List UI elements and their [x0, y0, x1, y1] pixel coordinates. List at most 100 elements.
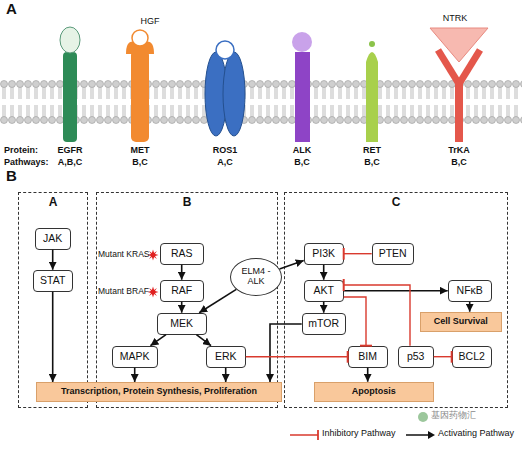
legend-inhibit-sample	[317, 430, 319, 440]
protein-box: ERK	[206, 346, 246, 368]
activating-connector	[181, 265, 183, 280]
node-label: AKT	[313, 285, 333, 297]
activating-connector	[150, 335, 166, 346]
protein-box: RAF	[160, 280, 204, 302]
outcome-box: Cell Survival	[420, 312, 502, 332]
watermark-icon	[418, 412, 428, 422]
activating-connector	[52, 292, 54, 382]
activating-connector	[134, 368, 136, 382]
protein-box: MEK	[157, 313, 207, 335]
activating-connector	[225, 368, 227, 382]
panel-letter: A	[6, 1, 17, 18]
inhibitory-connector	[344, 297, 366, 346]
annotation-label: Protein:	[4, 146, 38, 156]
ntrk-ligand	[430, 28, 488, 62]
ros1-top	[216, 41, 234, 59]
inhibitory-connector	[434, 356, 452, 357]
ret-receptor	[366, 52, 378, 142]
node-label: STAT	[40, 275, 65, 287]
outcome-box: Transcription, Protein Synthesis, Prolif…	[36, 382, 282, 402]
node-label: JAK	[43, 233, 62, 245]
protein-box: AKT	[304, 280, 344, 302]
mutation-star	[148, 287, 159, 298]
node-label: PTEN	[379, 248, 407, 260]
annotation-label: RET	[363, 146, 381, 156]
annotation-label: Mutant BRAF	[98, 287, 149, 296]
activating-connector	[199, 289, 236, 312]
annotation-label: EGFR	[57, 146, 82, 156]
trka-receptor	[455, 82, 463, 142]
node-label: MEK	[170, 318, 193, 330]
protein-box: PI3K	[304, 243, 344, 265]
node-label: Transcription, Protein Synthesis, Prolif…	[61, 387, 257, 397]
protein-box: JAK	[35, 228, 71, 250]
alk-receptor	[295, 52, 310, 142]
protein-box: BCL2	[452, 346, 492, 368]
annotation-label: HGF	[141, 17, 160, 27]
node-label: RAF	[171, 285, 192, 297]
activating-connector	[323, 302, 325, 313]
fusion-ellipse: ELM4 - ALK	[230, 258, 282, 296]
annotation-label: ROS1	[213, 146, 238, 156]
egfr-ligand-domain	[60, 27, 80, 53]
node-label: BIM	[358, 351, 377, 363]
legend-text: Activating Pathway	[438, 429, 514, 439]
legend-activate-sample	[406, 434, 430, 436]
legend-inhibit-sample	[290, 434, 318, 436]
alk-ligand	[292, 32, 312, 52]
panel-letter: B	[6, 168, 17, 185]
annotation-label: Mutant KRAS	[98, 250, 150, 259]
node-label: p53	[407, 351, 425, 363]
annotation-label: B,C	[451, 158, 467, 168]
legend-activate-sample	[428, 431, 435, 439]
protein-box: RAS	[160, 243, 204, 265]
met-receptor	[131, 50, 149, 142]
egfr-receptor	[63, 52, 77, 142]
group-heading: C	[285, 195, 507, 209]
activating-connector	[196, 335, 211, 346]
protein-box: p53	[398, 346, 434, 368]
group-heading: B	[97, 195, 277, 209]
node-label: ERK	[215, 351, 237, 363]
protein-box: NFκB	[448, 280, 492, 302]
hgf-ligand	[132, 30, 148, 46]
node-label: MAPK	[120, 351, 150, 363]
activating-connector	[270, 324, 302, 382]
annotation-label: B,C	[364, 158, 380, 168]
cell-membrane	[0, 80, 522, 124]
activating-connector	[367, 368, 369, 382]
annotation-label: TrKA	[448, 146, 470, 156]
node-label: mTOR	[308, 318, 339, 330]
protein-box: STAT	[33, 270, 73, 292]
activating-connector	[323, 265, 325, 280]
node-label: RAS	[171, 248, 193, 260]
inhibitory-connector	[344, 253, 372, 254]
legend-text: Inhibitory Pathway	[322, 429, 396, 439]
inhibitory-connector	[344, 285, 410, 346]
node-label: PI3K	[312, 248, 335, 260]
node-label: NFκB	[457, 285, 483, 297]
annotation-label: NTRK	[443, 14, 468, 24]
node-label: Apoptosis	[352, 387, 396, 397]
annotation-label: A,B,C	[58, 158, 83, 168]
ret-ligand	[369, 41, 375, 47]
protein-box: MAPK	[112, 346, 158, 368]
protein-box: mTOR	[302, 313, 346, 335]
activating-connector	[280, 261, 304, 269]
watermark: 基因药物汇	[431, 411, 476, 421]
protein-box: PTEN	[372, 243, 414, 265]
protein-box: BIM	[348, 346, 388, 368]
inhibitory-connector	[246, 356, 348, 357]
pathway-group: C PI3K PTEN AKT NFκB mTOR Cell SurvivalBIM p53 B…	[284, 192, 508, 408]
annotation-label: Pathways:	[4, 158, 49, 168]
activating-connector	[52, 250, 54, 270]
activating-connector	[181, 302, 183, 313]
annotation-label: ALK	[293, 146, 312, 156]
annotation-label: A,C	[217, 158, 233, 168]
node-label: Cell Survival	[434, 317, 488, 327]
pathway-group: B RAS RAF MEK MAPK ERK	[96, 192, 278, 408]
annotation-label: MET	[131, 146, 150, 156]
annotation-label: B,C	[132, 158, 148, 168]
